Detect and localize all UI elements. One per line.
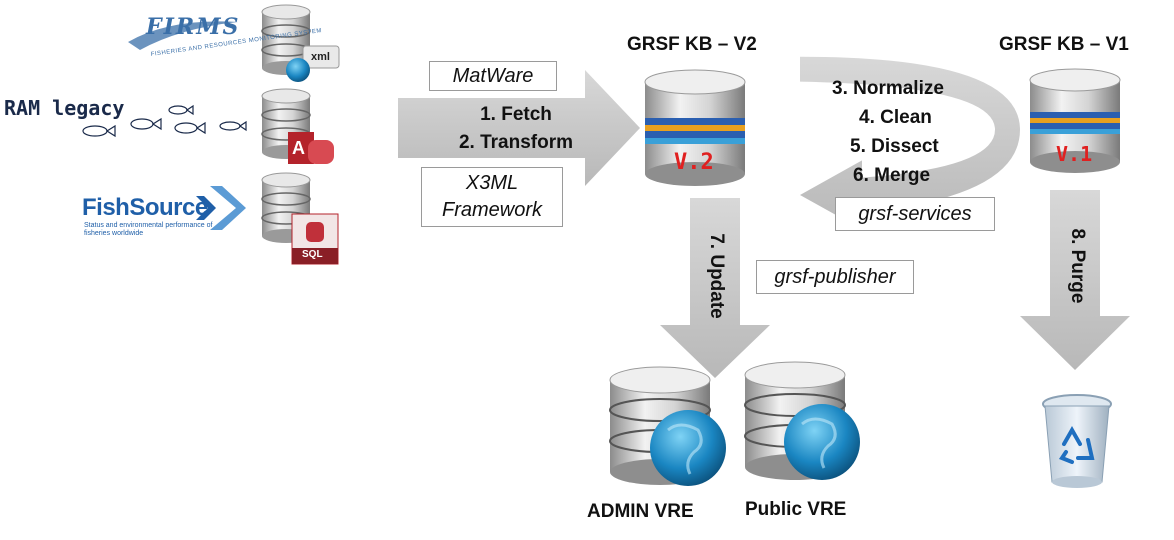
fishsource-logo-text: FishSource (82, 194, 208, 221)
x3ml-label-line2: Framework (441, 199, 542, 221)
fishsource-logo-icon (196, 186, 246, 230)
matware-box: MatWare (429, 61, 557, 91)
xml-badge-label: xml (311, 51, 330, 63)
source-db-fishsource (261, 172, 339, 265)
firms-logo-icon (128, 21, 238, 50)
fetch-arrow (398, 70, 640, 186)
grsf-publisher-box: grsf-publisher (756, 260, 914, 294)
fishsource-logo-subtitle: Status and environmental performance of … (84, 222, 213, 237)
grsf-services-label: grsf-services (858, 203, 972, 225)
v2-database-icon (644, 69, 746, 186)
step-clean: 4. Clean (859, 107, 932, 128)
grsf-services-box: grsf-services (835, 197, 995, 231)
v1-database-icon (1029, 68, 1121, 173)
public-vre-label: Public VRE (745, 499, 847, 520)
step-transform: 2. Transform (458, 132, 574, 153)
x3ml-box: X3ML Framework (421, 167, 563, 227)
x3ml-label-line1: X3ML (465, 172, 519, 194)
access-badge-label: A (292, 138, 305, 158)
v1-db-label: V.1 (1056, 142, 1093, 166)
v1-title: GRSF KB – V1 (999, 34, 1129, 55)
public-vre-database-icon (744, 361, 860, 480)
matware-label: MatWare (452, 65, 534, 87)
loop-arrow (800, 56, 1020, 230)
sql-badge-label: SQL (302, 249, 323, 260)
source-db-firms (261, 4, 340, 82)
step-update: 7. Update (706, 233, 727, 319)
step-fetch: 1. Fetch (480, 104, 552, 125)
step-dissect: 5. Dissect (850, 136, 939, 157)
admin-vre-label: ADMIN VRE (587, 501, 694, 522)
v2-title: GRSF KB – V2 (627, 34, 757, 55)
ram-legacy-logo: RAM legacy (4, 96, 125, 120)
step-purge: 8. Purge (1067, 228, 1088, 304)
firms-logo-text: FIRMS (146, 14, 241, 40)
admin-vre-database-icon (609, 366, 726, 486)
step-normalize: 3. Normalize (832, 78, 944, 99)
update-arrow (660, 198, 770, 378)
v2-db-label: V.2 (674, 150, 714, 175)
fish-icon (82, 104, 247, 138)
source-db-ram (261, 88, 334, 164)
grsf-publisher-label: grsf-publisher (774, 266, 896, 288)
step-merge: 6. Merge (853, 165, 931, 186)
recycle-bin-icon (1042, 394, 1112, 488)
purge-arrow (1020, 190, 1130, 370)
